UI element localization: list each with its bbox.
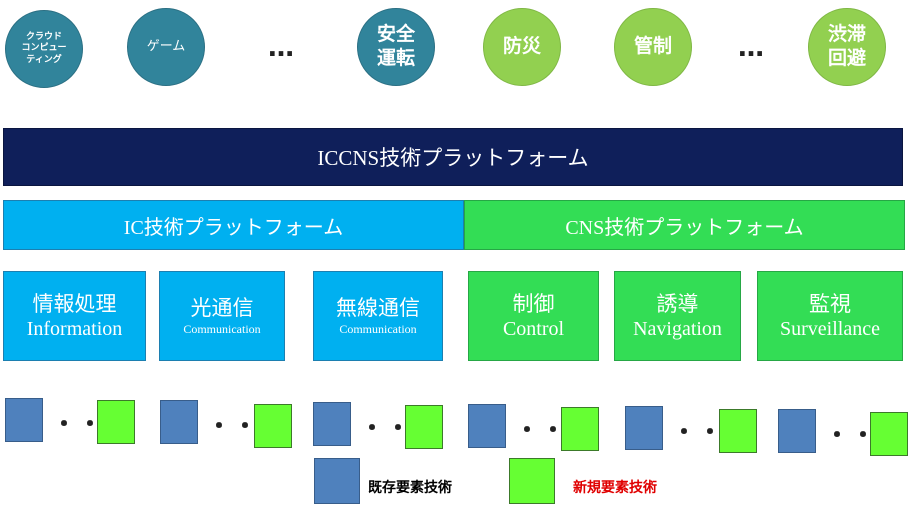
new-tech-square — [254, 404, 292, 448]
new-tech-square — [719, 409, 757, 453]
app-label: ゲーム — [146, 38, 186, 54]
existing-tech-square — [160, 400, 198, 444]
tech-jp-label: 光通信 — [190, 296, 254, 320]
tech-jp-label: 情報処理 — [32, 292, 117, 316]
tech-jp-label: 監視 — [809, 292, 851, 316]
new-tech-square — [870, 412, 908, 456]
tech-jp-label: 制御 — [512, 292, 555, 316]
existing-tech-square — [5, 398, 43, 442]
tech-en-label: Communication — [339, 322, 417, 336]
app-ellipsis: … — [268, 33, 297, 63]
app-circle-congestion-avoidance: 渋滞 回避 — [808, 8, 886, 86]
tech-box-navigation: 誘導 Navigation — [614, 271, 741, 361]
app-label: 防災 — [502, 35, 541, 58]
app-label: クラウド コンピュー ティング — [21, 32, 67, 65]
legend-new-label: 新規要素技術 — [573, 480, 657, 496]
cns-platform-label: CNS技術プラットフォーム — [565, 216, 804, 239]
app-circle-safe-driving: 安全 運転 — [357, 8, 435, 86]
tech-en-label: Control — [502, 318, 565, 340]
tech-en-label: Navigation — [633, 318, 722, 340]
ic-platform-bar: IC技術プラットフォーム — [3, 200, 464, 250]
tech-box-wireless-communication: 無線通信 Communication — [313, 271, 443, 361]
ic-platform-label: IC技術プラットフォーム — [123, 216, 344, 239]
tech-jp-label: 無線通信 — [336, 296, 420, 320]
new-tech-square — [97, 400, 135, 444]
iccns-platform-bar: ICCNS技術プラットフォーム — [3, 128, 903, 186]
tech-en-label: Communication — [183, 322, 261, 336]
app-circle-cloud-computing: クラウド コンピュー ティング — [5, 10, 83, 88]
cns-platform-bar: CNS技術プラットフォーム — [464, 200, 905, 250]
app-circle-traffic-control: 管制 — [614, 8, 692, 86]
tech-box-control: 制御 Control — [468, 271, 599, 361]
tech-en-label: Surveillance — [780, 318, 880, 340]
tech-jp-label: 誘導 — [656, 292, 699, 316]
app-circle-game: ゲーム — [127, 8, 205, 86]
new-tech-square — [561, 407, 599, 451]
legend-new-square — [509, 458, 555, 504]
legend-existing-label: 既存要素技術 — [368, 480, 452, 496]
existing-tech-square — [468, 404, 506, 448]
existing-tech-square — [313, 402, 351, 446]
app-label: 管制 — [633, 35, 672, 58]
new-tech-square — [405, 405, 443, 449]
app-circle-disaster-prevention: 防災 — [483, 8, 561, 86]
tech-box-surveillance: 監視 Surveillance — [757, 271, 903, 361]
tech-en-label: Information — [26, 318, 123, 340]
tech-box-information-processing: 情報処理 Information — [3, 271, 146, 361]
existing-tech-square — [625, 406, 663, 450]
app-label: 安全 運転 — [376, 23, 415, 69]
iccns-platform-label: ICCNS技術プラットフォーム — [317, 146, 589, 170]
tech-box-optical-communication: 光通信 Communication — [159, 271, 285, 361]
legend-existing-square — [314, 458, 360, 504]
app-label: 渋滞 回避 — [827, 23, 866, 69]
app-ellipsis: … — [738, 33, 767, 63]
existing-tech-square — [778, 409, 816, 453]
